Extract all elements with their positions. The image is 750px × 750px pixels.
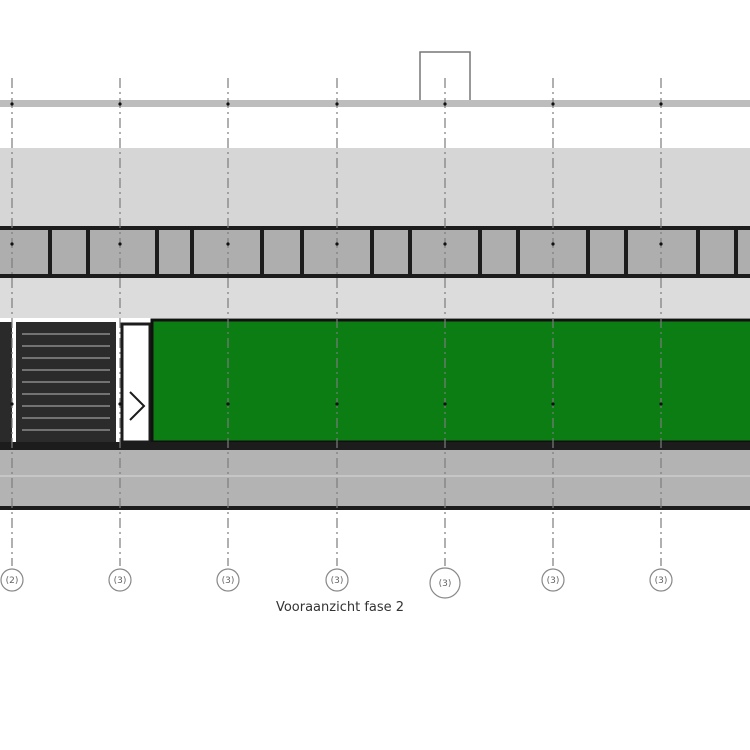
grid-bubble-label: (2) [6,576,19,586]
grid-bubble-label: (3) [222,576,235,586]
grid-node [335,242,339,246]
grid-bubble [108,568,132,592]
grid-node [226,402,230,406]
grid-node [10,102,14,106]
grid-node [659,242,663,246]
grid-node [551,242,555,246]
grid-bubble-label: (3) [547,576,560,586]
band-divider [624,228,628,276]
band-divider [155,228,159,276]
window-band [0,226,750,278]
stair-block [0,322,152,444]
grid-bubble-label: (3) [439,579,452,589]
grid-node [443,242,447,246]
grid-node [335,402,339,406]
grid-bubble [649,568,673,592]
grid-bubble [541,568,565,592]
grid-node [551,402,555,406]
band-divider [696,228,700,276]
roof-outline [0,51,750,107]
grid-node [659,102,663,106]
green-panel [150,318,750,444]
band-divider [86,228,90,276]
band-divider [408,228,412,276]
band-divider [516,228,520,276]
grid-bubble-label: (3) [331,576,344,586]
roof-band [0,148,750,230]
band-divider [260,228,264,276]
grid-node [551,102,555,106]
mid-band [0,278,750,318]
grid-bubbles: (2) (3) (3) (3) (3) (3) (3) [0,567,673,599]
grid-node [443,102,447,106]
band-divider [300,228,304,276]
grid-bubble [429,567,461,599]
grid-lines [10,78,663,566]
grid-node [226,242,230,246]
band-divider [734,228,738,276]
grid-node [10,402,14,406]
band-divider [478,228,482,276]
band-divider [48,228,52,276]
grid-node [443,402,447,406]
grid-node [10,242,14,246]
grid-node [659,402,663,406]
grid-bubble-label: (3) [114,576,127,586]
grid-node [118,102,122,106]
grid-node [118,402,122,406]
band-divider [190,228,194,276]
grid-bubble [325,568,349,592]
drawing-caption: Vooraanzicht fase 2 [275,600,405,615]
grid-bubble [0,568,24,592]
grid-bubble-label: (3) [655,576,668,586]
band-divider [586,228,590,276]
grid-node [118,242,122,246]
grid-node [335,102,339,106]
grid-bubble [216,568,240,592]
grid-node [226,102,230,106]
band-divider [370,228,374,276]
base-band [0,442,750,510]
